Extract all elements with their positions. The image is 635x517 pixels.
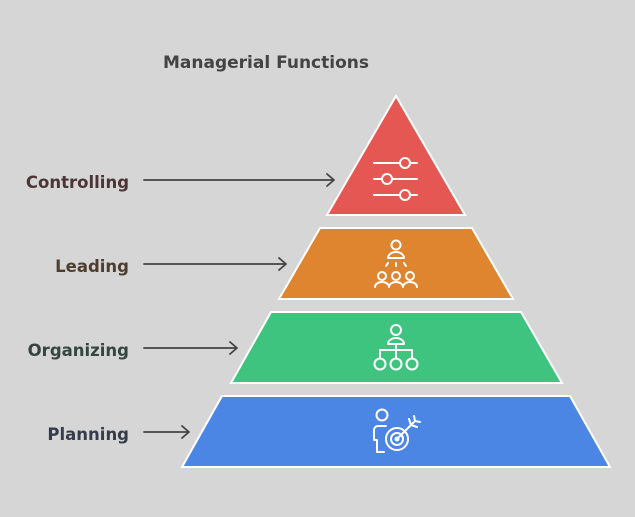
org-chart-icon [373,324,419,371]
planning-label: Planning [47,425,129,444]
controlling-label: Controlling [26,173,129,192]
arrow-icon [143,173,335,187]
leading-label: Leading [55,257,129,276]
sliders-icon [373,157,418,201]
arrow-icon [143,257,287,271]
arrow-icon [143,425,190,439]
planning-shape [180,395,612,468]
arrow-icon [143,341,238,355]
team-leader-icon [374,239,418,288]
person-target-icon [373,408,421,453]
organizing-label: Organizing [28,341,129,360]
diagram-title: Managerial Functions [163,53,369,73]
level-controlling: Controlling [26,94,467,216]
level-organizing: Organizing [28,311,564,384]
controlling-shape [325,94,467,216]
level-leading: Leading [55,227,515,300]
level-planning: Planning [47,395,612,468]
